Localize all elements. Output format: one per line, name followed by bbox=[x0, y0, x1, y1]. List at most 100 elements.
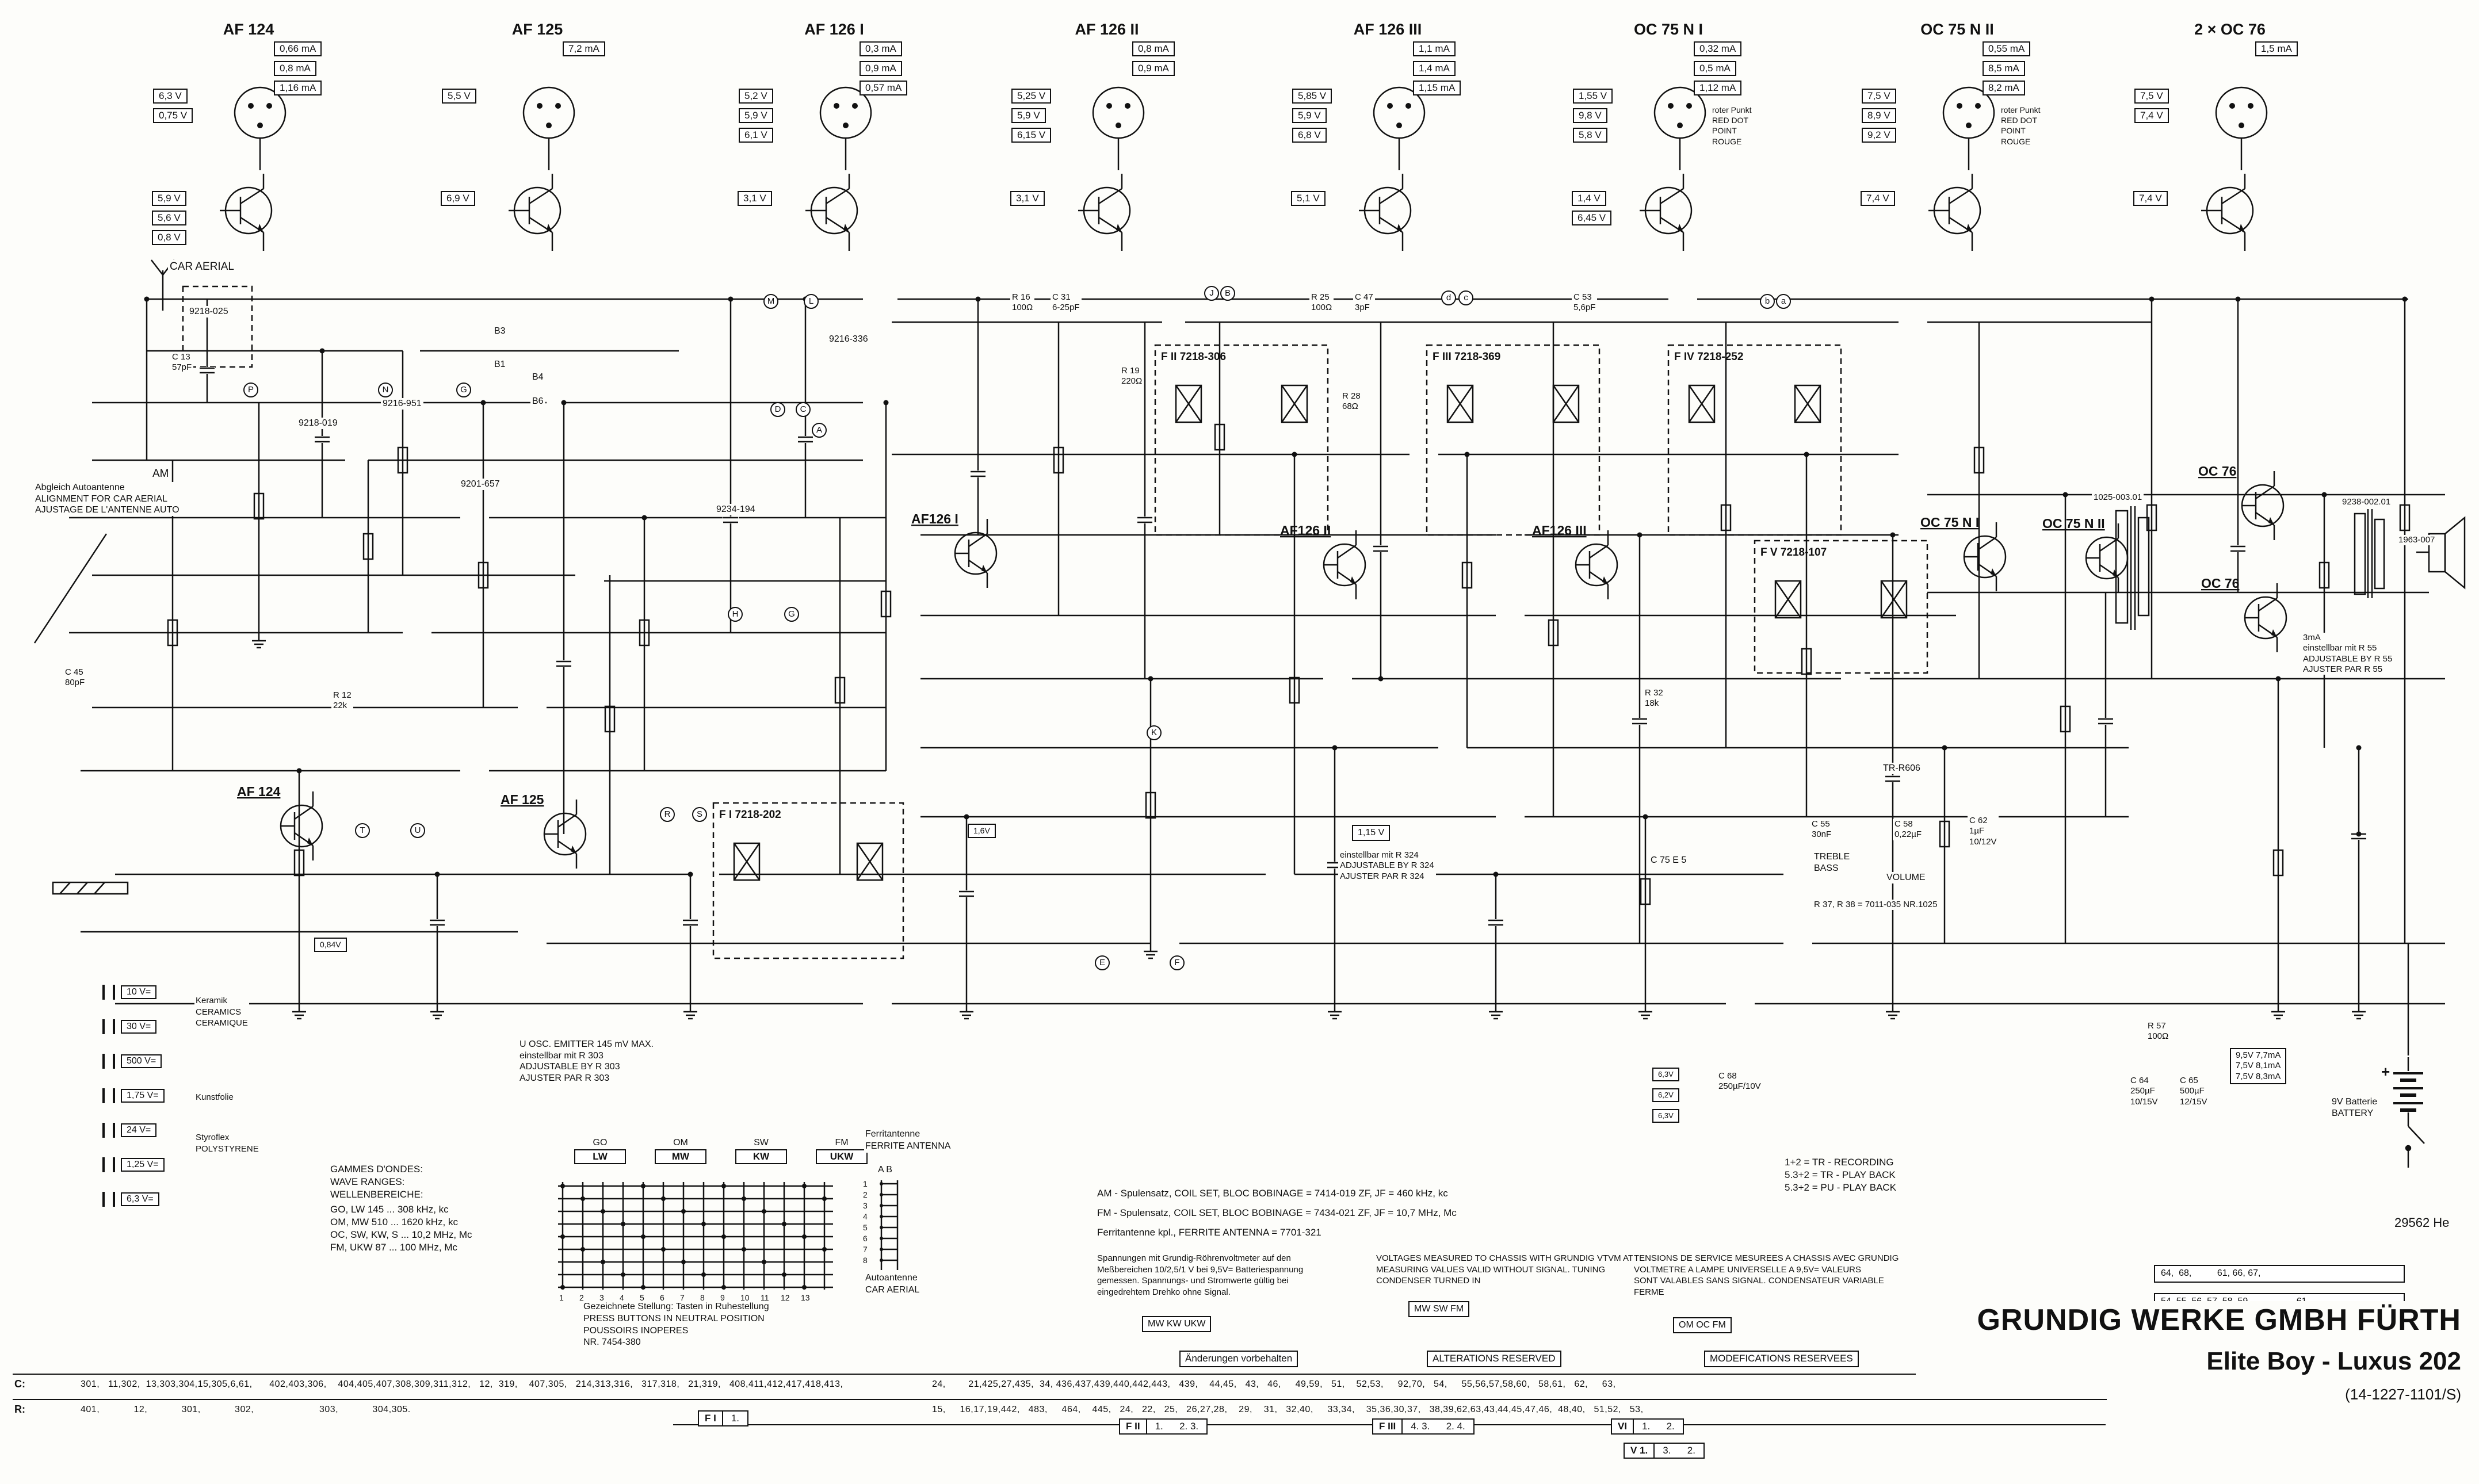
transistor-stage-card: AF 125 7,2 mA 5,5 V 6,9 V bbox=[440, 21, 635, 274]
matrix-column-number: 1 bbox=[559, 1293, 564, 1302]
voltage-reading: 0,8 V bbox=[152, 230, 186, 245]
ground-symbol bbox=[1489, 1004, 1503, 1020]
switch-contact-dot bbox=[762, 1260, 766, 1264]
component-annotation: 1,6V bbox=[968, 824, 996, 839]
r-row-values: 401, 12, 301, 302, 303, 304,305. bbox=[81, 1405, 411, 1415]
ground-symbol bbox=[2352, 1004, 2366, 1020]
voltage-reading: 5,85 V bbox=[1292, 89, 1332, 104]
test-point-d: d bbox=[1441, 290, 1456, 305]
current-reading: 8,2 mA bbox=[1983, 81, 2025, 95]
voltage-reading: 7,4 V bbox=[2133, 191, 2168, 206]
junction-dot bbox=[2356, 831, 2362, 837]
voltage-reading: 9,8 V bbox=[1573, 108, 1607, 123]
junction-dot bbox=[2062, 492, 2068, 498]
switch-contact-dot bbox=[641, 1234, 645, 1239]
voltage-reading: 7,4 V bbox=[2134, 108, 2169, 123]
voltage-reading: 5,25 V bbox=[1011, 89, 1052, 104]
stage-note: roter Punkt RED DOT POINT ROUGE bbox=[2001, 105, 2041, 146]
resistor-symbol bbox=[1548, 619, 1559, 647]
switch-contact-dot bbox=[580, 1196, 585, 1201]
stage-symbols bbox=[1928, 86, 1995, 251]
voltage-reading: 7,5 V bbox=[1862, 89, 1896, 104]
voltage-reading: 3,1 V bbox=[1010, 191, 1045, 206]
component-annotation: C 75 E 5 bbox=[1649, 855, 1689, 866]
current-reading: 8,5 mA bbox=[1983, 61, 2025, 76]
component-annotation: + bbox=[2379, 1063, 2392, 1081]
junction-dot bbox=[1804, 452, 1809, 457]
car-aerial-label: Autoantenne CAR AERIAL bbox=[864, 1272, 921, 1296]
legend-row: 1,75 V= bbox=[102, 1088, 165, 1103]
test-point-S: S bbox=[692, 807, 707, 822]
transistor-symbol: AF126 III bbox=[1532, 523, 1618, 599]
capacitor-icon bbox=[102, 1054, 115, 1069]
junction-dot bbox=[2402, 296, 2408, 302]
stage-symbols bbox=[805, 86, 872, 251]
test-point-F: F bbox=[1170, 955, 1185, 970]
test-point-G: G bbox=[456, 383, 471, 397]
ferrite-row-number: 8 bbox=[863, 1256, 868, 1265]
stage-name: AF 126 I bbox=[804, 21, 864, 38]
current-reading: 0,8 mA bbox=[274, 61, 316, 76]
voltage-note-de-bands: MW KW UKW bbox=[1142, 1316, 1212, 1332]
switch-contact-dot bbox=[661, 1196, 666, 1201]
svg-text:F II 7218-306: F II 7218-306 bbox=[1161, 351, 1226, 363]
junction-dot bbox=[1148, 676, 1153, 682]
junction-dot bbox=[2356, 745, 2362, 751]
component-annotation: 9,5V 7,7mA 7,5V 8,1mA 7,5V 8,3mA bbox=[2230, 1048, 2287, 1084]
component-annotation: C 53 5,6pF bbox=[1572, 292, 1598, 313]
tape-mode-note: 1+2 = TR - RECORDING 5.3+2 = TR - PLAY B… bbox=[1783, 1156, 1898, 1195]
voltage-reading: 6,9 V bbox=[441, 191, 475, 206]
junction-dot bbox=[1292, 452, 1297, 457]
component-annotation: C 13 57pF bbox=[170, 352, 194, 373]
legend-row: 500 V= bbox=[102, 1054, 162, 1069]
svg-text:AF126 III: AF126 III bbox=[1532, 523, 1587, 538]
legend-voltage: 30 V= bbox=[121, 1020, 157, 1034]
component-annotation: R 25 100Ω bbox=[1309, 292, 1334, 313]
switch-contact-dot bbox=[621, 1272, 625, 1277]
switch-contact-dot bbox=[701, 1272, 706, 1277]
component-annotation: 9218-025 bbox=[188, 306, 230, 318]
test-point-C: C bbox=[796, 402, 811, 417]
output-transformer-icon bbox=[2115, 506, 2150, 630]
voltage-reading: 6,15 V bbox=[1011, 128, 1052, 143]
filter-mark-f3: F III 4. 3. 2. 4. bbox=[1372, 1418, 1475, 1435]
test-point-a: a bbox=[1776, 294, 1791, 309]
component-annotation: 1,15 V bbox=[1352, 825, 1391, 841]
stage-name: AF 124 bbox=[223, 21, 274, 38]
component-annotation: 6,3V bbox=[1652, 1068, 1679, 1081]
resistor-symbol bbox=[362, 533, 374, 560]
capacitor-icon bbox=[102, 1157, 115, 1172]
current-reading: 0,3 mA bbox=[860, 41, 902, 56]
component-annotation: Abgleich Autoantenne ALIGNMENT FOR CAR A… bbox=[33, 482, 181, 516]
antenna-coil-box bbox=[182, 285, 253, 368]
junction-dot bbox=[2149, 296, 2155, 302]
test-point-G: G bbox=[784, 607, 799, 622]
voltage-reading: 5,9 V bbox=[152, 191, 186, 206]
component-annotation: R 16 100Ω bbox=[1010, 292, 1035, 313]
ferrite-tap-dot bbox=[880, 1215, 883, 1218]
switch-contact-dot bbox=[742, 1196, 746, 1201]
svg-text:AF126 II: AF126 II bbox=[1280, 523, 1331, 538]
switch-contact-dot bbox=[721, 1234, 726, 1239]
current-reading: 1,16 mA bbox=[274, 81, 322, 95]
component-annotation: einstellbar mit R 324 ADJUSTABLE BY R 32… bbox=[1338, 850, 1436, 882]
filter-mark-v1: VI 1. 2. bbox=[1611, 1418, 1684, 1435]
resistor-symbol bbox=[253, 492, 265, 520]
stage-current-readings: 1,5 mA bbox=[2255, 41, 2298, 56]
test-point-U: U bbox=[410, 823, 425, 838]
component-annotation: B1 bbox=[492, 359, 507, 370]
component-annotation: 3mA einstellbar mit R 55 ADJUSTABLE BY R… bbox=[2301, 633, 2394, 675]
voltage-note-fr: TENSIONS DE SERVICE MESUREES A CHASSIS A… bbox=[1633, 1253, 1900, 1298]
svg-text:AF 124: AF 124 bbox=[237, 784, 281, 799]
legend-group-ceramics: Keramik CERAMICS CERAMIQUE bbox=[194, 995, 249, 1029]
component-annotation: B6 bbox=[530, 396, 545, 407]
ferrite-tap-dot bbox=[880, 1204, 883, 1207]
resistor-symbol bbox=[478, 561, 489, 589]
test-point-H: H bbox=[728, 607, 743, 622]
